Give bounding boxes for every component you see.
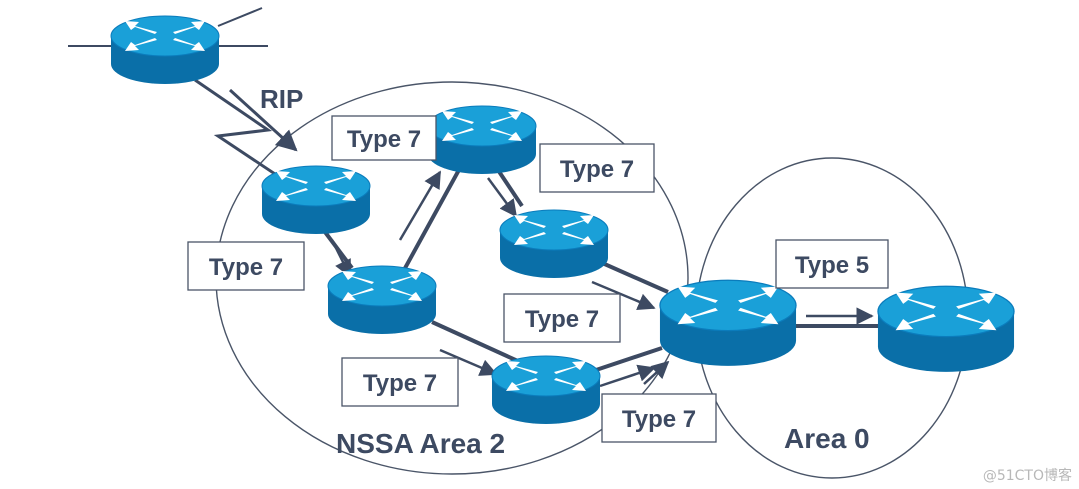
- type7-label-e: Type 7: [363, 370, 437, 397]
- router-icon: [877, 285, 1015, 373]
- backbone-area-label: Area 0: [784, 423, 870, 454]
- type5-label: Type 5: [795, 252, 869, 279]
- type7-box-b: [539, 143, 655, 193]
- type7-box-a: [331, 115, 437, 161]
- type7-box-c: [187, 241, 305, 291]
- router-icon: [427, 105, 537, 175]
- router-icon: [110, 15, 220, 85]
- serial-link: [194, 78, 291, 186]
- type7-box-f: [601, 393, 717, 443]
- link-r3-r6: [431, 320, 521, 364]
- type5-box: [775, 239, 889, 289]
- type7-label-b: Type 7: [560, 156, 634, 183]
- nssa-area-label: NSSA Area 2: [336, 428, 505, 459]
- router-icon: [261, 165, 371, 235]
- flow-arrow: [591, 280, 656, 310]
- flow-arrow: [330, 239, 352, 278]
- rip-stub-line: [217, 7, 263, 27]
- flow-arrow: [643, 360, 670, 385]
- flow-arrow: [439, 348, 498, 376]
- link-r5-abr: [599, 260, 669, 294]
- flow-arrow: [398, 170, 442, 241]
- type7-label-c: Type 7: [209, 254, 283, 281]
- type7-label-f: Type 7: [622, 406, 696, 433]
- type7-label-a: Type 7: [347, 126, 421, 153]
- flow-arrow: [599, 364, 656, 388]
- router-icon: [327, 265, 437, 335]
- type7-label-d: Type 7: [525, 306, 599, 333]
- link-r4-r5: [496, 168, 524, 208]
- flow-arrow: [486, 177, 518, 218]
- link-r6-abr: [595, 346, 663, 372]
- watermark: @51CTO博客: [983, 467, 1072, 484]
- type7-box-e: [341, 357, 459, 407]
- rip-label: RIP: [260, 84, 303, 114]
- link-r3-r4: [402, 167, 462, 271]
- rip-arrow: [228, 88, 298, 152]
- router-icon: [499, 209, 609, 279]
- type7-box-d: [503, 293, 621, 343]
- router-icon: [659, 279, 797, 367]
- router-icon: [491, 355, 601, 425]
